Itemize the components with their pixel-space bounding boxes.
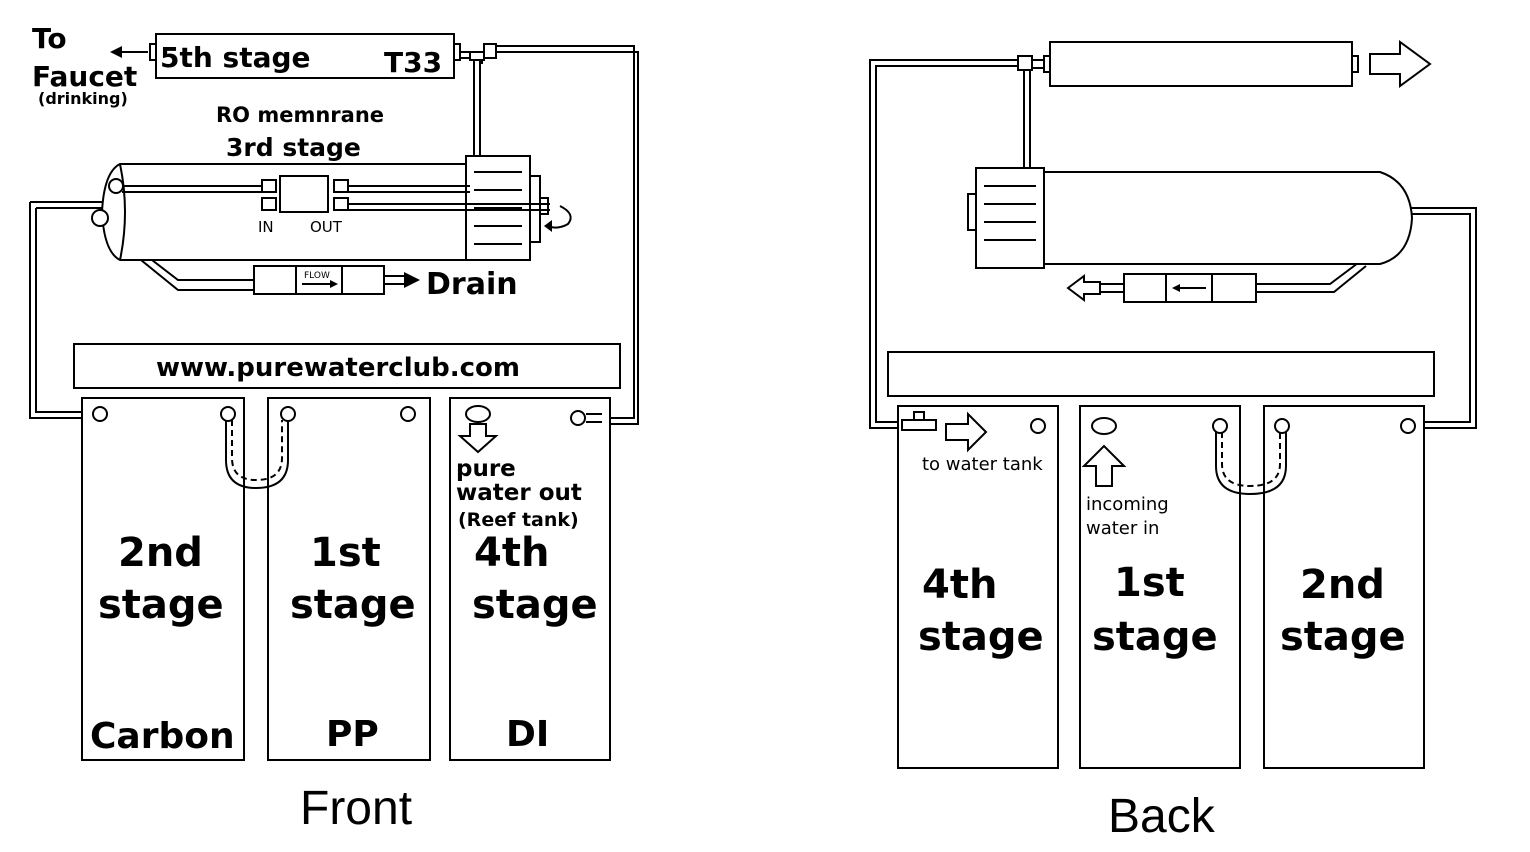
front-u-tube [225, 420, 289, 490]
ro-label-line2: 3rd stage [226, 133, 361, 162]
to-faucet-arrow-icon [110, 46, 148, 58]
to-water-tank-arrow-icon [945, 411, 988, 453]
front-view: To Faucet (drinking) 5th stage T33 [29, 22, 639, 835]
drain-label: Drain [426, 267, 518, 302]
back-flow-restrictor [1066, 273, 1257, 303]
front-housing-1-type: Carbon [90, 716, 235, 757]
front-tubing [29, 43, 639, 425]
back-housing-1 [897, 405, 1059, 769]
back-housing-3 [1263, 405, 1425, 769]
back-ro-membrane-housing [967, 167, 1414, 269]
back-bar [887, 351, 1435, 397]
front-housing-1-line2: stage [98, 582, 224, 628]
pure-water-line3: (Reef tank) [458, 509, 579, 531]
back-housing-2-line2: stage [1092, 614, 1218, 660]
to-water-tank-label: to water tank [922, 454, 1043, 475]
front-housing-3 [449, 397, 611, 761]
front-housing-3-line1: 4th [474, 530, 549, 576]
front-housing-1 [81, 397, 245, 761]
pure-water-line2: water out [456, 480, 582, 506]
front-housing-2-line2: stage [290, 582, 416, 628]
front-housing-2 [267, 397, 431, 761]
back-housing-3-line1: 2nd [1300, 562, 1385, 608]
flow-label: FLOW [304, 271, 330, 281]
stage5-filter [149, 33, 461, 79]
to-faucet-label-line1: To [32, 22, 67, 55]
website-bar [73, 343, 621, 389]
front-caption: Front [300, 782, 412, 835]
in-label: IN [258, 218, 274, 236]
to-faucet-label-line3: (drinking) [38, 89, 128, 108]
back-housing-1-line1: 4th [922, 562, 997, 608]
to-faucet-label-line2: Faucet [32, 60, 137, 93]
front-housing-1-line1: 2nd [118, 530, 203, 576]
ro-label-line1: RO memnrane [216, 103, 384, 127]
website-label: www.purewaterclub.com [156, 353, 520, 383]
back-housing-1-line2: stage [918, 614, 1044, 660]
front-housing-3-type: DI [506, 714, 549, 755]
back-u-tube [1215, 432, 1287, 496]
flow-restrictor [253, 265, 420, 295]
stage5-label: 5th stage [160, 41, 311, 74]
back-stage5-filter [1043, 41, 1359, 87]
front-housing-3-line2: stage [472, 582, 598, 628]
back-outlet-arrow-icon [1369, 40, 1432, 88]
back-housing-2-line1: 1st [1114, 560, 1185, 606]
ro-membrane-housing [91, 155, 572, 261]
front-housing-2-type: PP [326, 714, 379, 755]
pure-water-down-arrow-icon [457, 423, 499, 454]
incoming-water-line2: water in [1086, 518, 1159, 539]
back-view: to water tank incoming water in 4th stag… [869, 40, 1477, 843]
front-housing-2-line1: 1st [310, 530, 381, 576]
out-label: OUT [310, 218, 343, 236]
pure-water-line1: pure [456, 456, 516, 482]
back-tubing [869, 55, 1477, 429]
back-housing-3-line2: stage [1280, 614, 1406, 660]
incoming-water-line1: incoming [1086, 494, 1169, 515]
in-out-fitting [122, 175, 550, 213]
incoming-water-up-arrow-icon [1081, 444, 1127, 487]
back-caption: Back [1108, 790, 1216, 843]
t33-label: T33 [384, 46, 442, 79]
